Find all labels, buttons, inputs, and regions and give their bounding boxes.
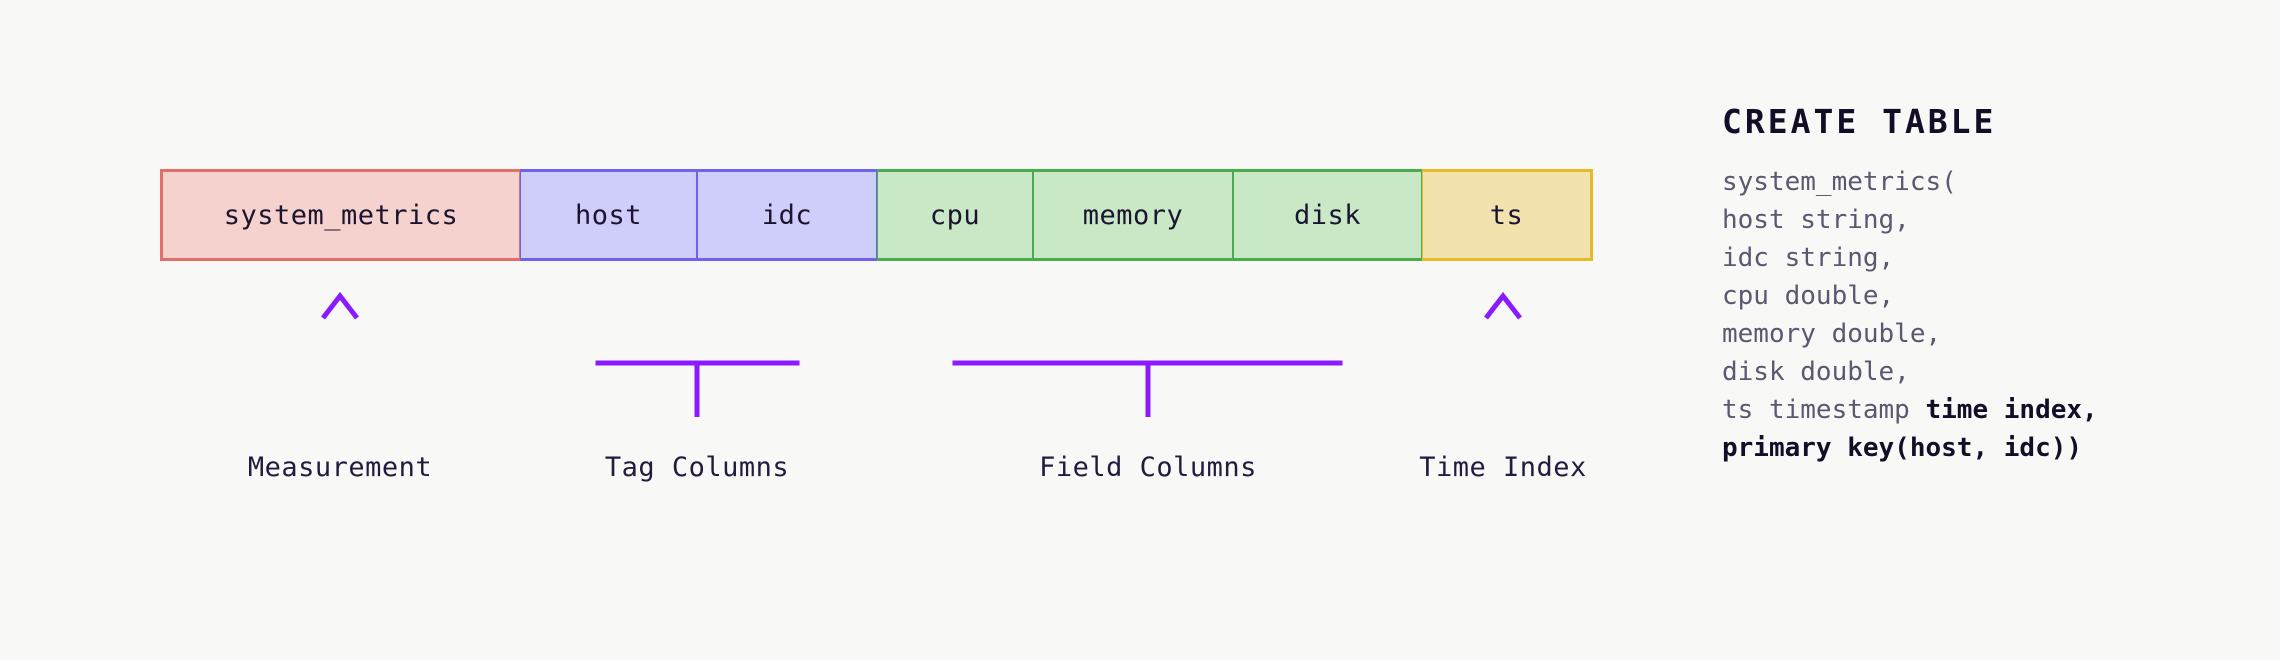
annotation-label-measurement: Measurement [247, 452, 433, 483]
schema-cell-cpu: cpu [877, 169, 1033, 261]
sql-segment: memory double, [1722, 319, 1942, 349]
sql-line: ts timestamp time index, [1722, 391, 2242, 429]
sql-segment: idc string, [1722, 243, 1895, 273]
sql-body: system_metrics(host string, idc string, cp… [1722, 163, 2242, 467]
annotation-label-field-columns: Field Columns [1039, 452, 1257, 483]
annotation-label-tag-columns: Tag Columns [604, 452, 790, 483]
sql-segment: system_metrics( [1722, 167, 1957, 197]
sql-line: cpu double, [1722, 277, 2242, 315]
sql-heading: CREATE TABLE [1722, 102, 1997, 141]
arrow-head-3 [1484, 291, 1522, 320]
sql-segment: cpu double, [1722, 281, 1895, 311]
schema-cell-ts: ts [1422, 169, 1593, 261]
schema-cell-disk: disk [1233, 169, 1422, 261]
arrow-head-0 [321, 291, 359, 320]
create-table-snippet: CREATE TABLE system_metrics(host string,… [1722, 102, 2242, 467]
sql-line: memory double, [1722, 315, 2242, 353]
sql-line: idc string, [1722, 239, 2242, 277]
sql-line: disk double, [1722, 353, 2242, 391]
sql-segment: primary key(host, idc)) [1722, 433, 2083, 463]
sql-line: primary key(host, idc)) [1722, 429, 2242, 467]
sql-segment: ts timestamp [1722, 395, 1926, 425]
sql-line: host string, [1722, 201, 2242, 239]
sql-line: system_metrics( [1722, 163, 2242, 201]
sql-segment: host string, [1722, 205, 1910, 235]
sql-segment: disk double, [1722, 357, 1910, 387]
schema-cell-idc: idc [697, 169, 877, 261]
annotation-label-time-index: Time Index [1419, 452, 1587, 483]
sql-segment: time index, [1925, 395, 2098, 425]
schema-cell-memory: memory [1033, 169, 1233, 261]
schema-cell-system_metrics: system_metrics [160, 169, 520, 261]
schema-cell-host: host [520, 169, 697, 261]
